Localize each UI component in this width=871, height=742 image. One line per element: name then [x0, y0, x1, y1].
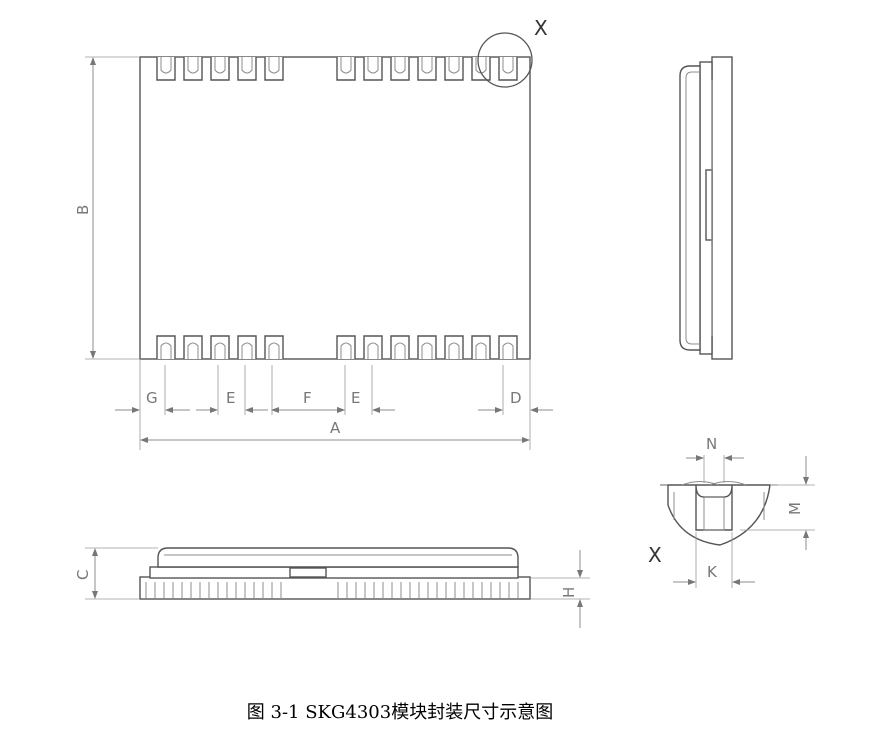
detail-x-circle	[477, 32, 533, 88]
castellated-pad	[264, 57, 284, 81]
dimension-label-f: F	[303, 389, 312, 407]
castellated-pad	[237, 335, 257, 359]
pads-top-row	[156, 57, 518, 81]
dimension-label-h: H	[560, 587, 578, 598]
castellated-pad	[264, 335, 284, 359]
figure-caption: 图 3-1 SKG4303模块封装尺寸示意图	[246, 702, 554, 723]
dimension-label-c: C	[74, 570, 92, 580]
castellated-pad	[390, 335, 410, 359]
pin-legs	[145, 582, 519, 599]
castellated-pad	[363, 57, 383, 81]
castellated-pad	[417, 57, 437, 81]
castellated-pad	[156, 335, 176, 359]
detail-x-view: X N K M	[648, 435, 815, 588]
detail-x-label-top: X	[534, 16, 548, 40]
module-base	[139, 576, 531, 600]
side-view-right	[679, 56, 733, 360]
dimension-label-d: D	[510, 389, 522, 407]
top-view: X B G E F E D A	[74, 16, 553, 450]
castellated-pad	[336, 57, 356, 81]
castellated-pad	[390, 57, 410, 81]
dimension-label-m: M	[786, 502, 804, 515]
dimension-label-g: G	[146, 389, 158, 407]
castellated-pad	[444, 57, 464, 81]
module-body-top	[139, 56, 531, 360]
castellated-pad	[210, 335, 230, 359]
castellated-pad	[444, 335, 464, 359]
dimension-label-e-second: E	[351, 389, 360, 407]
castellated-pad	[183, 57, 203, 81]
castellated-pad	[183, 335, 203, 359]
dimension-label-a: A	[330, 419, 341, 437]
side-view-bottom: C H	[74, 547, 590, 628]
castellated-pad	[336, 335, 356, 359]
detail-x-label: X	[648, 543, 662, 567]
castellated-pad	[471, 57, 491, 81]
castellated-pad	[156, 57, 176, 81]
castellated-pad	[210, 57, 230, 81]
dimension-label-b: B	[74, 205, 92, 215]
castellated-pad	[363, 335, 383, 359]
dimension-label-e-first: E	[226, 389, 235, 407]
pads-bottom-row	[156, 335, 518, 359]
castellated-pad	[498, 335, 518, 359]
castellated-pad	[417, 335, 437, 359]
castellated-pad	[237, 57, 257, 81]
dimension-label-n: N	[706, 435, 717, 453]
dimension-label-k: K	[707, 563, 718, 581]
castellated-pad	[471, 335, 491, 359]
castellated-pad	[498, 57, 518, 81]
